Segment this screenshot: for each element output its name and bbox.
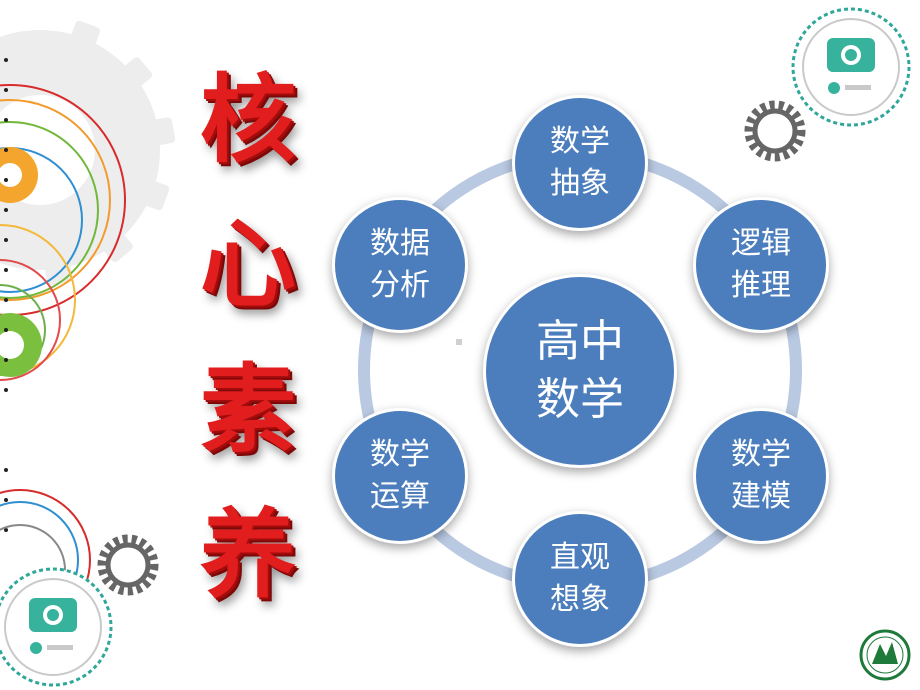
title-char-2: 心: [200, 209, 296, 321]
node-line1: 数学: [550, 124, 610, 159]
node-shuxue-yunsuan: 数学 运算: [332, 408, 468, 544]
node-center-gaozhong-shuxue: 高中 数学: [483, 274, 677, 468]
center-line2: 数学: [536, 374, 624, 425]
green-gear-icon: [0, 313, 42, 377]
center-line1: 高中: [536, 316, 624, 367]
node-line2: 建模: [731, 479, 791, 514]
node-shuju-fenxi: 数据 分析: [332, 197, 468, 333]
title-char-1: 核: [200, 64, 296, 176]
node-line1: 数学: [370, 437, 430, 472]
node-zhiguan-xiangxiang: 直观 想象: [512, 511, 648, 647]
node-shuxue-chouxiang: 数学 抽象: [512, 95, 648, 231]
node-line1: 直观: [550, 540, 610, 575]
node-luoji-tuili: 逻辑 推理: [693, 197, 829, 333]
node-shuxue-jianmo: 数学 建模: [693, 408, 829, 544]
node-line2: 想象: [550, 582, 610, 617]
gray-gear-icon: [97, 534, 159, 596]
gear-icon: [744, 100, 806, 162]
node-line2: 运算: [370, 479, 430, 514]
node-line2: 分析: [370, 268, 430, 303]
camera-badge-icon: [791, 7, 911, 127]
node-line2: 推理: [731, 268, 791, 303]
title-char-4: 养: [200, 499, 296, 611]
node-line1: 数据: [370, 226, 430, 261]
node-line1: 数学: [731, 437, 791, 472]
camera-badge-icon-bottom: [0, 567, 113, 687]
watermark-logo-icon: [859, 629, 911, 681]
node-line1: 逻辑: [731, 226, 791, 261]
decorative-gear-arcs: [0, 20, 176, 631]
title-char-3: 素: [200, 354, 296, 466]
node-line2: 抽象: [550, 166, 610, 201]
